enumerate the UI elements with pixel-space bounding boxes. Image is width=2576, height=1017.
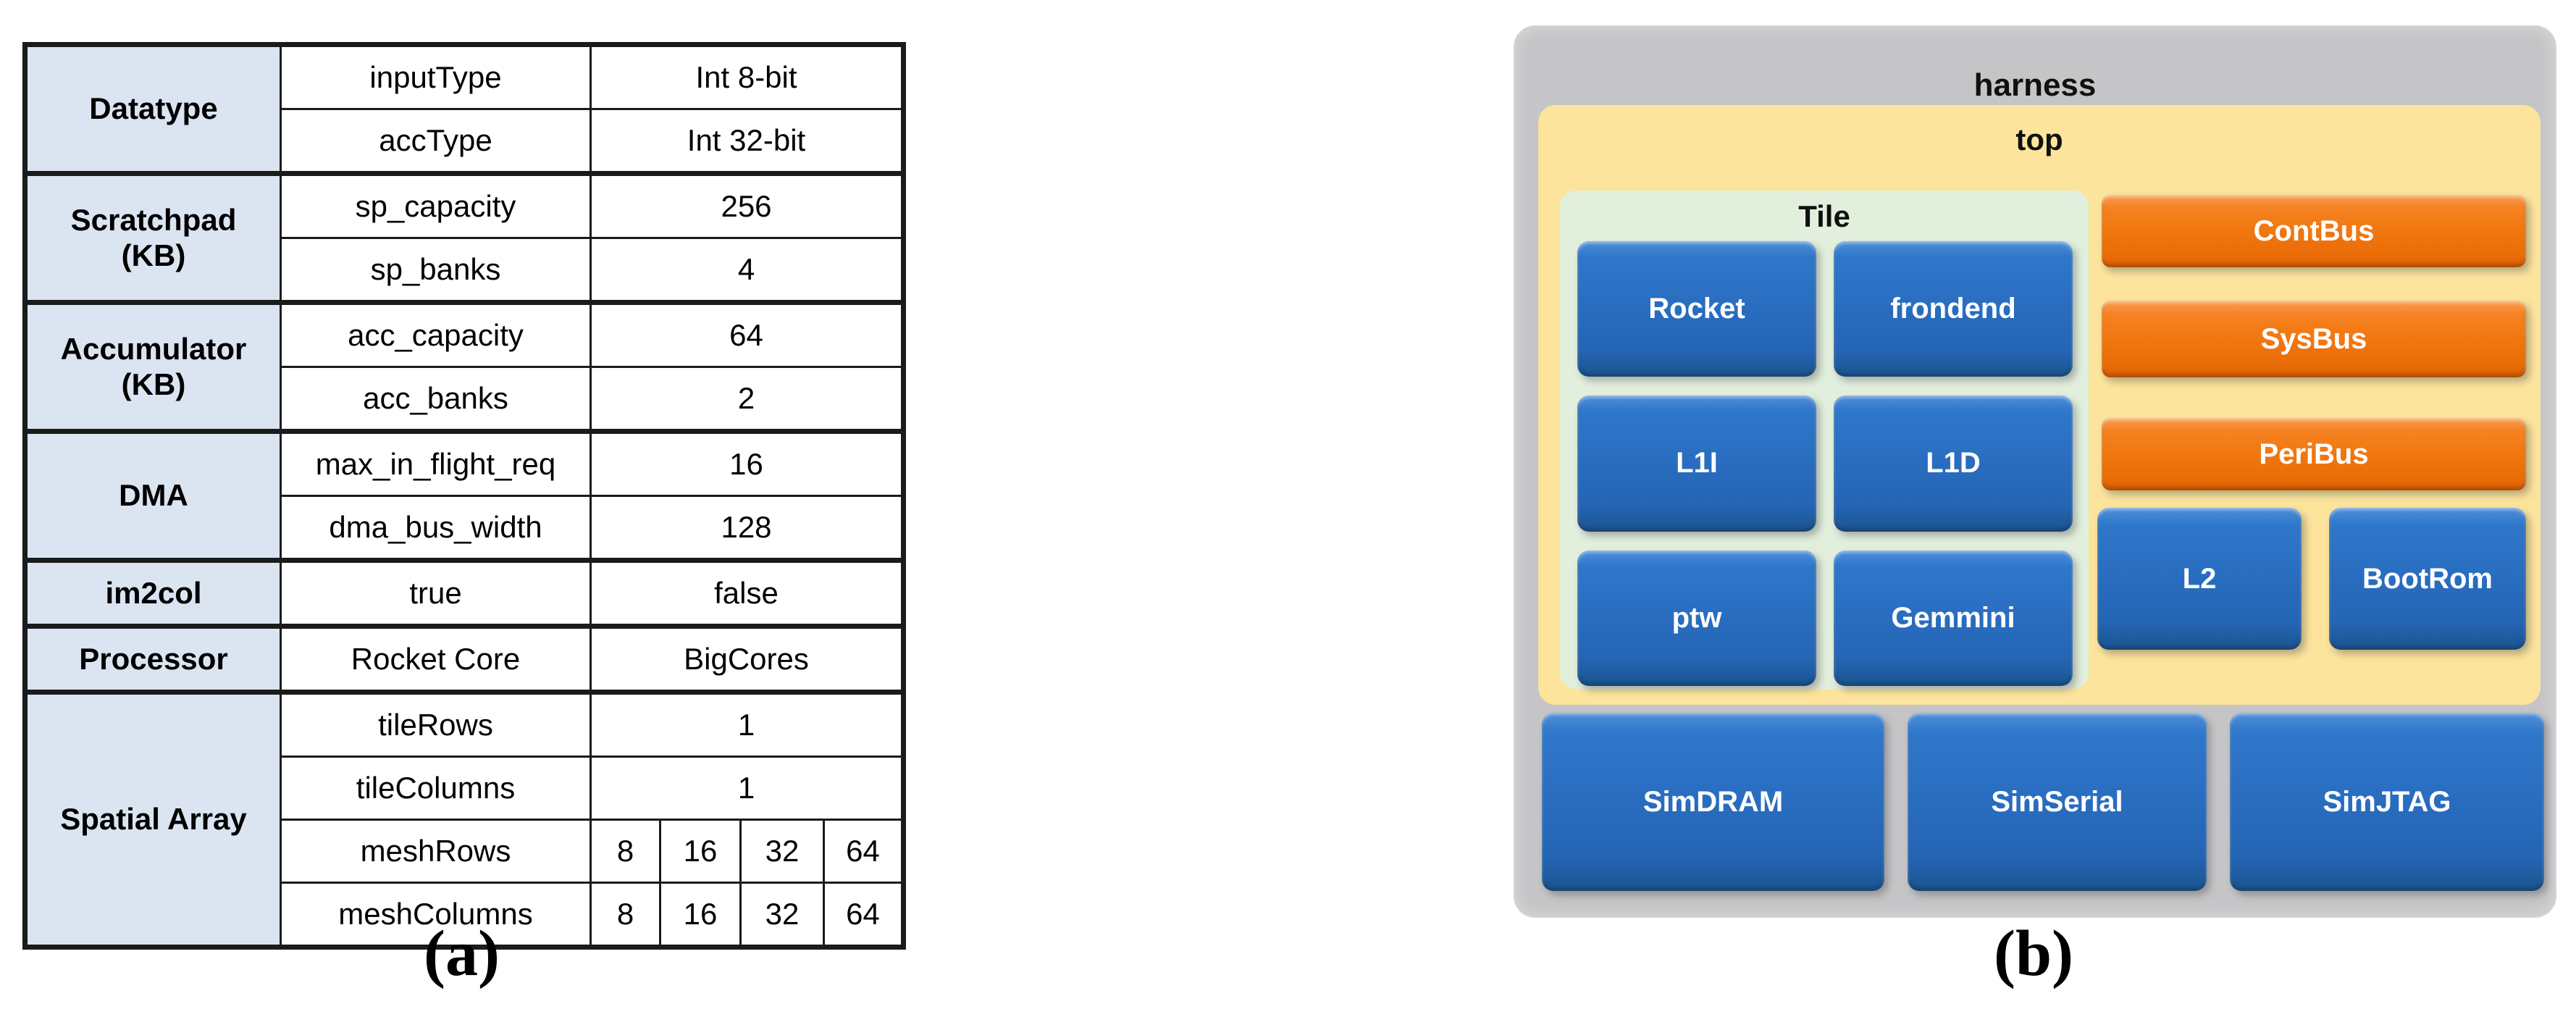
value-cell: 8 (590, 882, 661, 948)
table-row: meshRows 8 16 32 64 (25, 819, 905, 884)
table-row: accType Int 32-bit (25, 108, 905, 175)
table-row: meshColumns 8 16 32 64 (25, 882, 905, 948)
table-row: Datatype inputType Int 8-bit (24, 43, 905, 175)
param-cell: meshRows (280, 819, 592, 884)
bus-sysbus: SysBus (2102, 301, 2526, 377)
block-gemmini: Gemmini (1834, 550, 2073, 686)
table-row: acc_banks 2 (25, 366, 905, 432)
table-row: tileColumns 1 (25, 756, 905, 821)
value-cell: false (589, 558, 905, 627)
tile-grid: Rocket frondend L1I L1D ptw Gemmini (1577, 241, 2073, 686)
group-cell: im2col (24, 558, 282, 627)
group-cell: Processor (24, 624, 282, 693)
block-l1d: L1D (1834, 396, 2073, 532)
harness-label: harness (1973, 67, 2097, 103)
value-cell: 16 (659, 882, 742, 948)
value-cell: 64 (822, 819, 905, 884)
value-cell: 128 (589, 495, 905, 561)
param-cell: meshColumns (280, 882, 592, 948)
table-row: DMA max_in_flight_req 16 (24, 429, 905, 561)
param-cell: sp_banks (280, 237, 592, 304)
value-cell: 1 (589, 756, 905, 821)
block-l1i: L1I (1577, 396, 1816, 532)
caption-a: (a) (424, 918, 500, 989)
block-simdram: SimDRAM (1542, 713, 1884, 891)
value-cell: 2 (589, 366, 905, 432)
block-l2: L2 (2097, 508, 2302, 650)
param-cell: acc_banks (280, 366, 592, 432)
param-cell: inputType (280, 43, 592, 110)
block-ptw: ptw (1577, 550, 1816, 686)
tile-box: Tile Rocket frondend L1I L1D ptw Gemmini (1560, 191, 2089, 689)
value-cell: 16 (589, 429, 905, 497)
value-cell: 4 (589, 237, 905, 304)
value-cell: 16 (659, 819, 742, 884)
harness-box: harness top Tile Rocket frondend L1I L1D… (1514, 25, 2556, 918)
value-cell: 8 (590, 819, 661, 884)
bus-contbus: ContBus (2102, 195, 2526, 267)
table-row: dma_bus_width 128 (25, 495, 905, 561)
value-cell: 64 (822, 882, 905, 948)
table-row: Spatial Array tileRows 1 (24, 690, 905, 948)
table-row: Accumulator (KB) acc_capacity 64 (24, 300, 905, 432)
param-cell: tileRows (280, 690, 592, 758)
block-rocket: Rocket (1577, 241, 1816, 377)
value-cell: Int 8-bit (589, 43, 905, 110)
param-cell: dma_bus_width (280, 495, 592, 561)
table-row: Scratchpad (KB) sp_capacity 256 (24, 171, 905, 304)
block-simserial: SimSerial (1908, 713, 2207, 891)
group-cell: Accumulator (KB) (24, 300, 282, 432)
value-cell: 256 (589, 171, 905, 239)
value-cell: 32 (739, 819, 825, 884)
block-simjtag: SimJTAG (2230, 713, 2544, 891)
param-cell: tileColumns (280, 756, 592, 821)
group-cell: Scratchpad (KB) (24, 171, 282, 304)
value-cell: BigCores (589, 624, 905, 693)
block-bootrom: BootRom (2329, 508, 2526, 650)
table-row: im2col true false (24, 558, 905, 627)
bus-peribus: PeriBus (2102, 418, 2526, 490)
value-cell: 1 (589, 690, 905, 758)
param-cell: true (280, 558, 592, 627)
param-cell: sp_capacity (280, 171, 592, 239)
group-cell: Spatial Array (24, 690, 282, 948)
param-cell: Rocket Core (280, 624, 592, 693)
top-label: top (2015, 122, 2063, 156)
value-cell: 32 (739, 882, 825, 948)
table-row: Processor Rocket Core BigCores (24, 624, 905, 693)
param-cell: acc_capacity (280, 300, 592, 368)
top-box: top Tile Rocket frondend L1I L1D ptw Gem… (1538, 105, 2541, 705)
value-cell: Int 32-bit (589, 108, 905, 175)
group-cell: DMA (24, 429, 282, 561)
group-cell: Datatype (24, 43, 282, 175)
block-frondend: frondend (1834, 241, 2073, 377)
tile-label: Tile (1798, 199, 1850, 233)
param-cell: max_in_flight_req (280, 429, 592, 497)
param-cell: accType (280, 108, 592, 175)
gemmini-config-table: Datatype inputType Int 8-bit accType Int… (22, 42, 907, 950)
caption-b: (b) (1994, 918, 2073, 989)
value-cell: 64 (589, 300, 905, 368)
table-row: sp_banks 4 (25, 237, 905, 304)
